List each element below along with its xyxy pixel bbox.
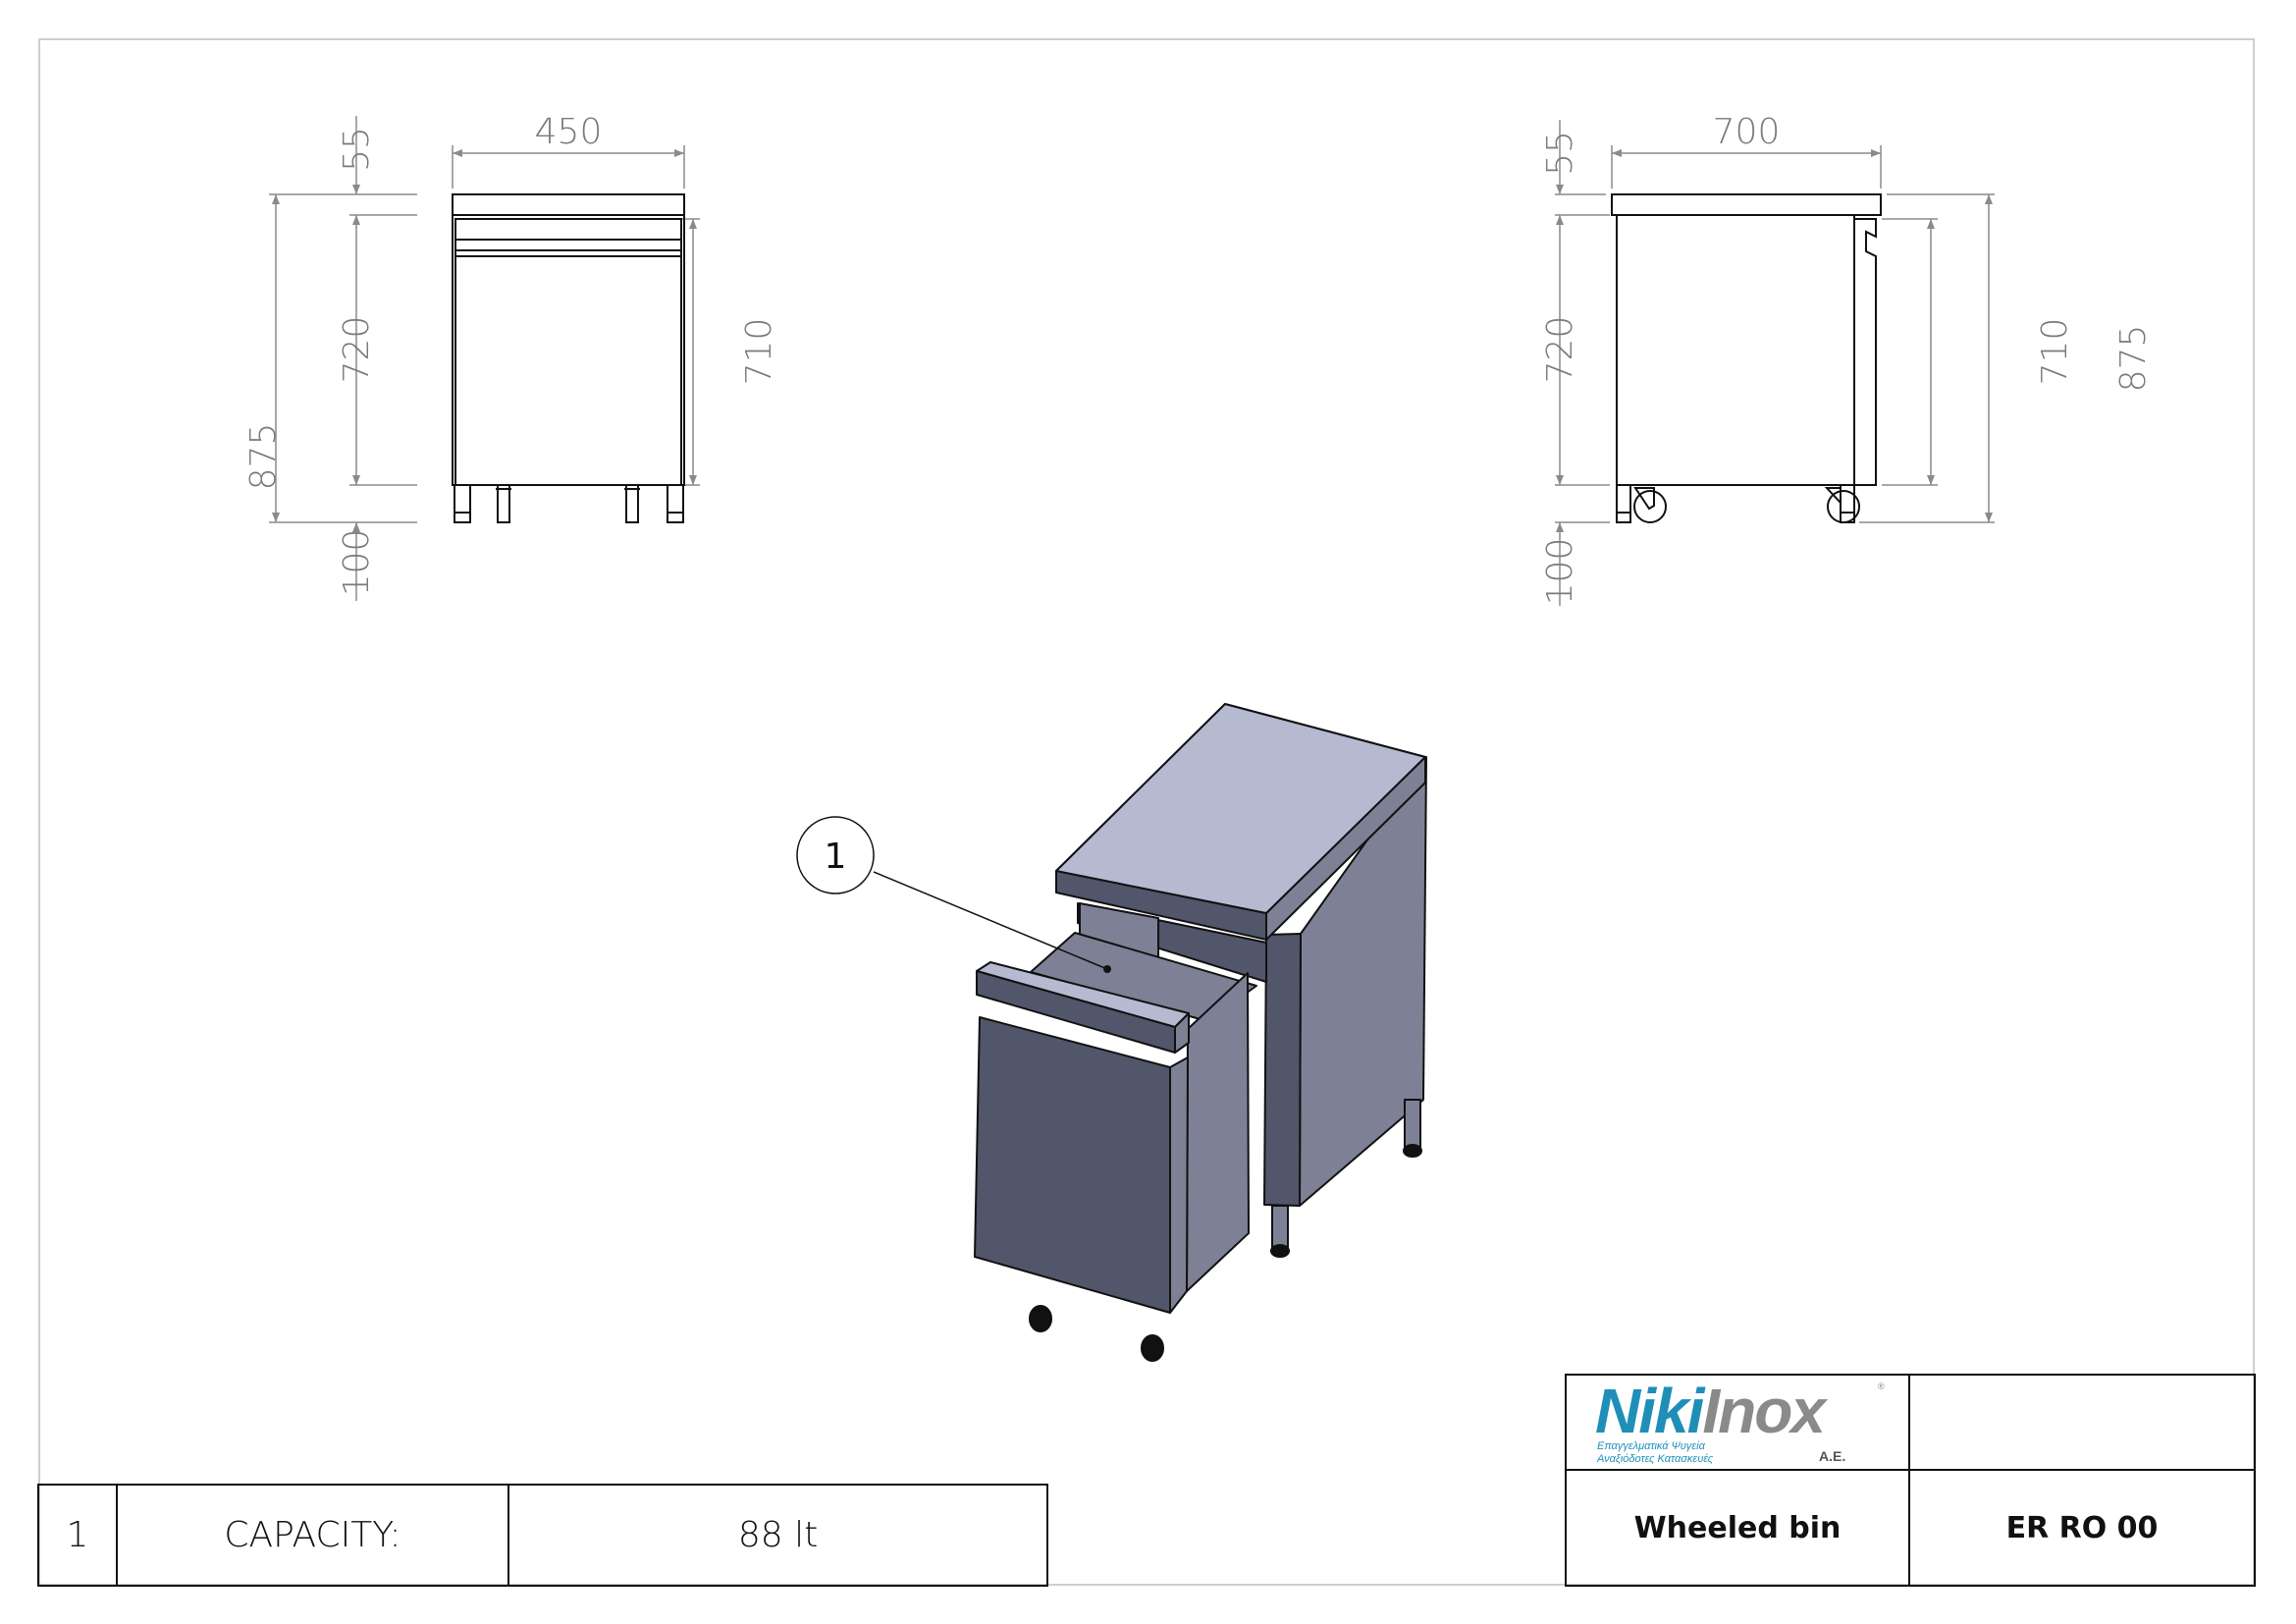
logo-suffix: A.E. xyxy=(1819,1448,1846,1464)
front-body-height-dimension: 720 xyxy=(337,316,377,384)
side-door-height-dimension: 710 xyxy=(2035,318,2075,386)
front-top-thickness-dimension: 55 xyxy=(337,127,377,172)
side-top-thickness-dimension: 55 xyxy=(1540,131,1580,176)
front-total-height-dimension: 875 xyxy=(243,423,284,491)
bom-description: CAPACITY: xyxy=(224,1515,401,1555)
front-view: 450 55 720 875 100 710 xyxy=(243,112,779,601)
side-depth-dimension: 700 xyxy=(1713,112,1781,152)
logo-wordmark: NikiInox xyxy=(1595,1376,1826,1446)
product-code: ER RO 00 xyxy=(2005,1510,2159,1545)
side-leg-height-dimension: 100 xyxy=(1540,538,1580,606)
side-view: 700 55 720 100 710 875 xyxy=(1540,112,2154,606)
isometric-view xyxy=(796,703,1427,1362)
title-block-empty-cell xyxy=(1909,1375,2255,1470)
side-total-height-dimension: 875 xyxy=(2113,325,2154,393)
front-width-dimension: 450 xyxy=(535,112,603,152)
bom-value: 88 lt xyxy=(737,1515,819,1555)
front-door-height-dimension: 710 xyxy=(739,318,779,386)
item-balloon xyxy=(796,816,875,894)
front-leg-height-dimension: 100 xyxy=(337,529,377,597)
product-name: Wheeled bin xyxy=(1633,1510,1842,1545)
sheet-border xyxy=(38,38,2255,1586)
balloon-number: 1 xyxy=(825,837,847,877)
nikiinox-logo: NikiInox ® Επαγγελματικά Ψυγεία Αναξιόδο… xyxy=(1587,1380,1901,1468)
table-borders xyxy=(37,1374,2256,1587)
logo-subtitle: Επαγγελματικά Ψυγεία Αναξιόδοτες Κατασκε… xyxy=(1597,1440,1714,1465)
bom-item-number: 1 xyxy=(66,1515,89,1555)
registered-mark: ® xyxy=(1878,1381,1885,1391)
side-body-height-dimension: 720 xyxy=(1540,316,1580,384)
